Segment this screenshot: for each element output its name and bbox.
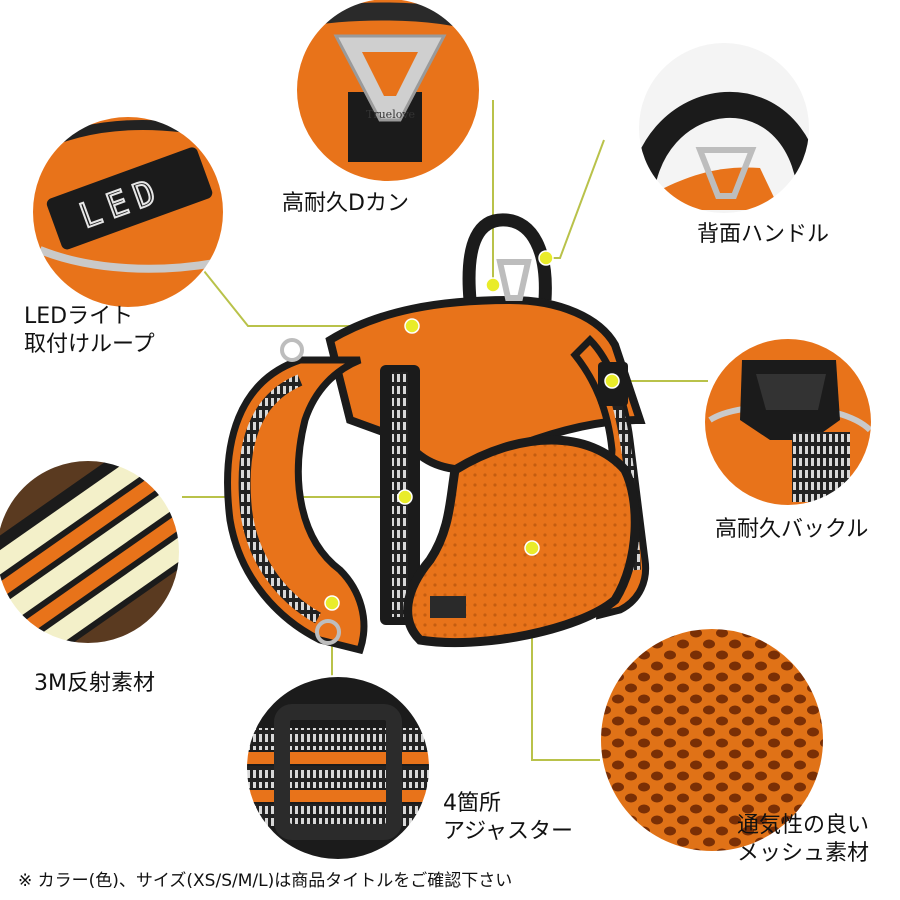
label-led-loop-line2: 取付けループ	[24, 332, 155, 357]
callout-dot-adjuster	[324, 595, 340, 611]
detail-mesh	[600, 628, 824, 852]
callout-dot-led	[404, 318, 420, 334]
callout-dot-handle	[538, 250, 554, 266]
detail-led-loop: LED	[32, 116, 224, 308]
label-d-ring: 高耐久Dカン	[282, 191, 409, 216]
callout-dot-buckle	[604, 373, 620, 389]
label-mesh: 通気性の良い メッシュ素材	[737, 812, 869, 868]
detail-adjuster	[246, 676, 430, 860]
label-led-loop: LEDライト 取付けループ	[24, 303, 155, 359]
callout-line-handle	[546, 139, 605, 259]
label-mesh-line2: メッシュ素材	[737, 841, 870, 866]
label-adjuster-line1: 4箇所	[443, 791, 501, 816]
detail-buckle	[704, 338, 872, 506]
detail-back-handle	[638, 42, 810, 214]
callout-dot-d-ring	[485, 277, 501, 293]
callout-dot-mesh	[524, 540, 540, 556]
callout-dot-reflective	[397, 489, 413, 505]
label-mesh-line1: 通気性の良い	[737, 813, 870, 838]
harness-main	[224, 213, 650, 655]
label-adjuster-line2: アジャスター	[443, 819, 574, 844]
detail-d-ring: Truelove	[296, 0, 480, 182]
callout-dots	[324, 250, 620, 611]
label-back-handle: 背面ハンドル	[697, 222, 830, 247]
label-buckle: 高耐久バックル	[715, 517, 869, 542]
label-reflective: 3M反射素材	[34, 671, 155, 696]
label-adjuster: 4箇所 アジャスター	[443, 790, 573, 846]
footnote: ※ カラー(色)、サイズ(XS/S/M/L)は商品タイトルをご確認下さい	[18, 871, 513, 891]
label-led-loop-line1: LEDライト	[24, 304, 134, 329]
detail-reflective	[0, 460, 180, 644]
d-ring-brand-text: Truelove	[366, 108, 415, 121]
